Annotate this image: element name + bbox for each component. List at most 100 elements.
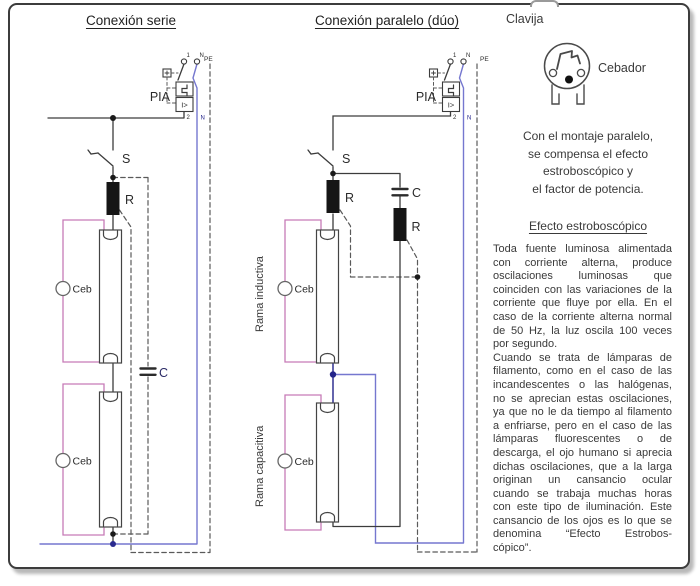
- starter-label: Ceb: [73, 456, 92, 468]
- junction-dot: [414, 274, 421, 280]
- note-line: se compensa el efecto: [527, 146, 649, 161]
- text-line: cópico”.: [493, 542, 532, 555]
- pin-right: [576, 84, 585, 105]
- switch: [307, 149, 334, 167]
- fluorescent-tube: [98, 229, 123, 364]
- text-line: denomina “Efecto Estrobos-: [493, 528, 672, 541]
- note-line: estroboscópico y: [542, 164, 634, 178]
- text-line: descarga, el ojo humano si aprecia: [493, 446, 672, 459]
- rama-inductiva-label: Rama inductiva: [254, 255, 266, 332]
- pe-label: PE: [204, 56, 213, 63]
- junction-dot-neutral: [110, 541, 116, 547]
- trip-symbol: I>: [181, 101, 188, 110]
- text-line: filamento, como en el caso de las: [493, 365, 672, 378]
- junction-dot: [110, 531, 116, 537]
- starter-label: Ceb: [73, 284, 92, 296]
- trip-symbol: I>: [448, 101, 455, 110]
- text-line: coinciden con las variaciones de la: [493, 283, 672, 296]
- text-line: con corriente alterna, produce: [493, 256, 672, 269]
- text-line: incandescentes o las halógenas,: [493, 378, 672, 391]
- starter-circle: [277, 453, 293, 469]
- starter-circle: [55, 452, 71, 469]
- serie-title: Conexión serie: [85, 13, 177, 28]
- stroboscopic-heading: Efecto estroboscópico: [528, 219, 648, 233]
- magnetic-element: [175, 96, 194, 113]
- switch-label: S: [342, 152, 350, 166]
- text-line: corriente que fluye por ella. En el: [493, 297, 672, 310]
- pe-wire: [130, 63, 211, 554]
- terminal-n-label: N: [200, 53, 204, 59]
- terminal-1: [447, 58, 454, 65]
- junction-dot: [110, 115, 116, 121]
- rama-capacitiva-label: Rama capacitiva: [254, 425, 266, 507]
- text-line: dichas oscilaciones, que a la larga: [493, 460, 672, 473]
- pia-label: PIA: [150, 90, 171, 104]
- text-line: no se aprecian estas oscilaciones,: [493, 392, 672, 405]
- pe-wire: [416, 63, 478, 553]
- switch: [87, 149, 114, 167]
- text-line: lámparas fluorescentes o de: [493, 433, 672, 446]
- starter-circle: [277, 280, 293, 297]
- text-line: Cuando se trata de lámparas de: [493, 351, 672, 364]
- text-line: cansancio de los ojos es lo que se: [493, 514, 672, 527]
- clavija-label: Clavija: [506, 12, 544, 26]
- text-line: Toda fuente luminosa alimentada: [493, 243, 672, 255]
- paralelo-circuit: PIA I> 1 N PE 2 N S R R C Ceb Ceb Rama i…: [254, 53, 489, 553]
- ballast-label: R: [345, 191, 354, 205]
- fluorescent-tube: [315, 402, 340, 523]
- capacitor-branch-dashed: [112, 176, 149, 535]
- casing-dashed-wire: [339, 209, 419, 553]
- junction-dot-neutral: [329, 371, 337, 378]
- ballast-icon: [393, 208, 407, 241]
- text-line: por segundo.: [493, 338, 558, 351]
- terminal-n-label: N: [466, 53, 470, 59]
- terminal-2-label: 2: [453, 115, 457, 121]
- terminal-1: [180, 58, 188, 65]
- text-line: oscilaciones luminosas que: [493, 270, 672, 283]
- capacitor-label: C: [159, 366, 168, 380]
- paralelo-title: Conexión paralelo (dúo): [314, 13, 460, 28]
- note-line: el factor de potencia.: [532, 181, 644, 196]
- terminal-1-label: 1: [187, 53, 191, 59]
- fluorescent-tube: [315, 229, 340, 364]
- text-line: ya que no le da tiempo al filamento: [493, 406, 672, 419]
- cropped-shape: [530, 0, 559, 7]
- junction-dot: [330, 170, 336, 177]
- parallel-note: Con el montaje paralelo, se compensa el …: [500, 128, 676, 198]
- text-line: caso de la corriente alterna normal: [493, 310, 672, 323]
- text-line: originan un cansancio ocular: [493, 474, 672, 487]
- pia-breaker: [162, 58, 201, 113]
- pin-left: [551, 84, 560, 105]
- terminal-2-label: 2: [187, 115, 191, 121]
- starter-wire: [62, 219, 105, 536]
- neutral-wire: [332, 63, 465, 544]
- note-line: Con el montaje paralelo,: [522, 129, 654, 143]
- text-line: cuando se trabaja muchas horas: [493, 487, 672, 500]
- bimetal-strip: [556, 50, 581, 70]
- pia-label: PIA: [416, 90, 437, 104]
- starter-label: Ceb: [295, 456, 314, 468]
- text-line: de 50 Hz, la luz oscila 100 veces: [493, 324, 672, 337]
- terminal-n: [193, 58, 201, 65]
- magnetic-element: [441, 96, 461, 113]
- neutral-wire: [39, 63, 198, 545]
- ballast-label: R: [125, 193, 134, 207]
- starter-terminal: [548, 68, 558, 78]
- phase-wire: [332, 63, 452, 528]
- junction-dot: [110, 174, 116, 181]
- starter-terminal: [576, 68, 586, 78]
- stroboscopic-text: Toda fuente luminosa alimentada con corr…: [493, 243, 672, 556]
- ballast-icon: [106, 182, 120, 215]
- terminal-n: [460, 58, 467, 65]
- pe-label: PE: [480, 56, 489, 63]
- capacitor-label: C: [412, 186, 421, 200]
- fluorescent-tube: [98, 391, 123, 528]
- text-line: con este tipo de iluminación. Este: [493, 501, 672, 514]
- neutral-label: N: [467, 116, 471, 122]
- center-dot: [565, 75, 573, 84]
- cebador-icon: [543, 42, 591, 105]
- ballast-label: R: [412, 220, 421, 234]
- capacitor-icon: [139, 367, 157, 376]
